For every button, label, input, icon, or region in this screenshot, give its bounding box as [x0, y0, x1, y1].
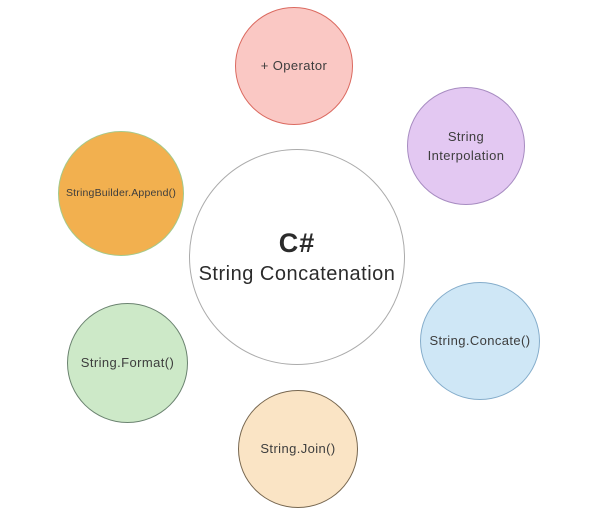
node-plus-operator: + Operator — [235, 7, 353, 125]
node-plus-operator-label: + Operator — [260, 58, 328, 74]
center-node-title: C# — [278, 227, 316, 258]
center-node-subtitle: String Concatenation — [198, 263, 396, 286]
node-string-join: String.Join() — [238, 390, 358, 508]
node-stringbuilder-append: StringBuilder.Append() — [58, 131, 184, 256]
node-string-interpolation-label: String Interpolation — [427, 128, 505, 164]
node-string-interpolation: String Interpolation — [407, 87, 525, 205]
node-string-concate-label: String.Concate() — [429, 333, 531, 349]
node-string-format: String.Format() — [67, 303, 188, 423]
node-stringbuilder-append-label: StringBuilder.Append() — [65, 186, 177, 199]
node-string-join-label: String.Join() — [260, 441, 336, 457]
node-string-concate: String.Concate() — [420, 282, 540, 400]
center-node-csharp-string-concatenation: C# String Concatenation — [189, 149, 405, 365]
node-string-format-label: String.Format() — [80, 355, 175, 371]
